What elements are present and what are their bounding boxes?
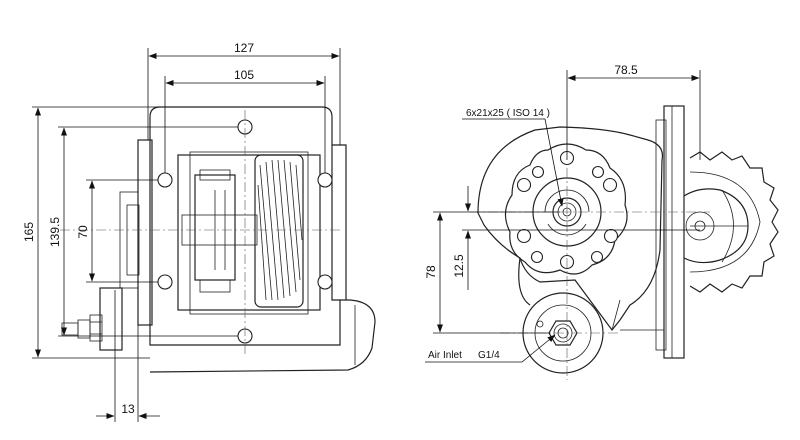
dim-total-width: 127: [234, 41, 254, 55]
dim-vertical-offset-small: 12.5: [452, 254, 466, 278]
side-view: [470, 105, 779, 380]
dim-inner-height: 70: [76, 225, 90, 239]
dim-shaft-distance: 78.5: [614, 63, 638, 77]
dim-total-height: 165: [22, 222, 36, 242]
bolt-hole: [317, 172, 333, 188]
dim-bolt-spacing-height: 139.5: [48, 217, 62, 247]
front-view-dimensions: [32, 48, 341, 422]
dim-connector-offset: 13: [121, 402, 135, 416]
side-view-dimensions: [425, 70, 701, 363]
helical-gear: [254, 154, 304, 308]
spline-spec-label: 6x21x25 ( ISO 14 ): [466, 108, 550, 119]
air-fitting: [61, 287, 123, 351]
bolt-hole: [157, 172, 173, 188]
six-lobe-flange: [504, 143, 628, 275]
output-gear: [683, 151, 779, 293]
air-inlet-thread-label: G1/4: [478, 350, 500, 361]
bolt-hole: [317, 274, 333, 290]
dim-bolt-spacing-width: 105: [234, 68, 254, 82]
dim-vertical-offset-large: 78: [424, 265, 438, 279]
bolt-hole: [157, 274, 173, 290]
front-view: [60, 106, 376, 373]
air-inlet-label: Air Inlet: [428, 350, 462, 361]
